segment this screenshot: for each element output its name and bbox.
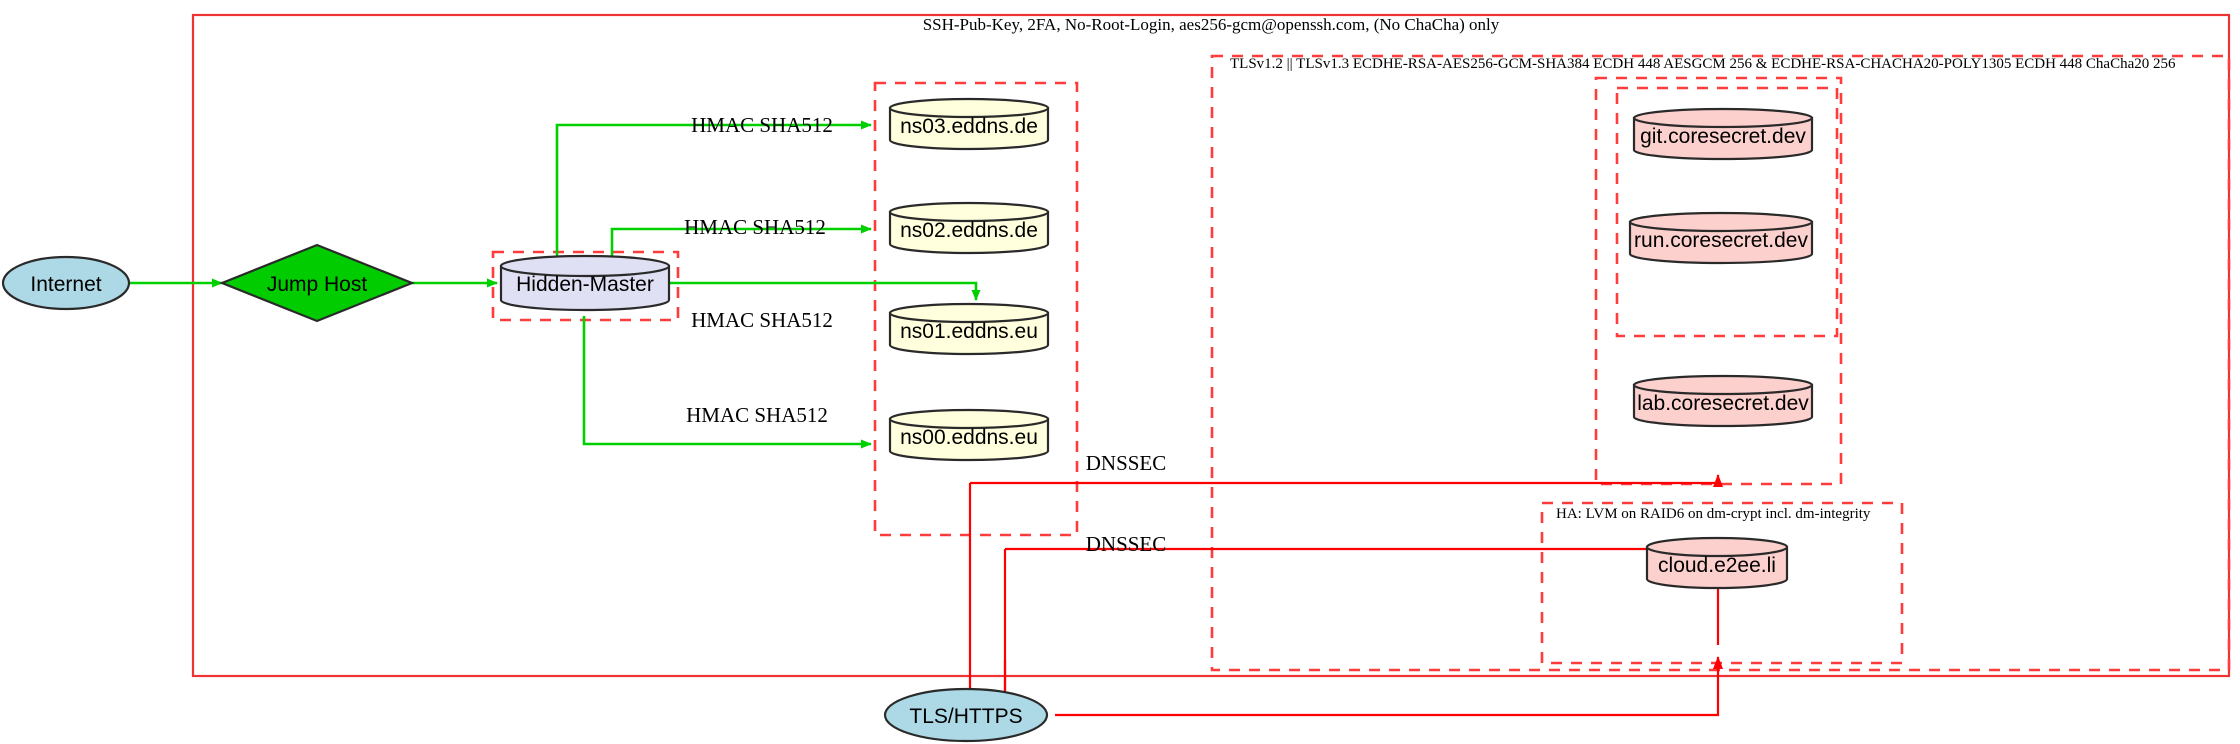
lab-label: lab.coresecret.dev [1637,392,1809,415]
run-body [1628,220,1814,265]
hidden-master-top [499,254,671,278]
dns-zone-boundary [873,81,1079,537]
edge-hiddenmaster-to-ns03 [555,120,872,258]
node-tls-https[interactable]: TLS/HTTPS [883,687,1049,743]
tls-zone-label: TLSv1.2 || TLSv1.3 ECDHE-RSA-AES256-GCM-… [1230,56,2176,72]
ns01-body [888,311,1050,356]
internet-label: Internet [30,273,101,296]
hidden-master-label: Hidden-Master [516,273,654,296]
cloud-body [1645,545,1789,590]
ns01-top [888,302,1050,324]
edge-hiddenmaster-to-ns00 [582,316,872,449]
tls-https-ellipse [883,687,1049,743]
ssh-zone-label: SSH-Pub-Key, 2FA, No-Root-Login, aes256-… [923,15,1500,34]
ns02-label: ns02.eddns.de [900,219,1038,242]
lab-body [1632,383,1814,428]
node-internet[interactable]: Internet [1,255,131,311]
edge-label-hmac-ns01: HMAC SHA512 [691,308,833,332]
ns00-body [888,417,1050,462]
ns02-top [888,201,1050,223]
node-ns00[interactable]: ns00.eddns.eu [888,408,1050,462]
hidden-master-body [499,264,671,312]
edge-dnssec-lower [1005,547,1720,645]
internet-ellipse [1,255,131,311]
git-body [1632,116,1814,161]
node-git-coresecret[interactable]: git.coresecret.dev [1632,107,1814,161]
git-label: git.coresecret.dev [1640,125,1806,148]
edge-label-hmac-ns02: HMAC SHA512 [684,215,826,239]
ns03-label: ns03.eddns.de [900,115,1038,138]
edge-dnssec-upper [970,474,1723,487]
edge-label-hmac-ns00: HMAC SHA512 [686,403,828,427]
edge-label-dnssec-lower: DNSSEC [1086,532,1167,556]
node-jump-host[interactable]: Jump Host [219,243,415,323]
coresecret-zone-boundary [1594,76,1843,486]
ns00-top [888,408,1050,430]
node-ns02[interactable]: ns02.eddns.de [888,201,1050,255]
node-cloud-e2ee[interactable]: cloud.e2ee.li [1645,536,1789,590]
git-top [1632,107,1814,129]
ha-zone-label: HA: LVM on RAID6 on dm-crypt incl. dm-in… [1556,506,1871,522]
cloud-label: cloud.e2ee.li [1658,554,1776,577]
edge-hiddenmaster-to-ns02 [610,224,872,258]
lab-top [1632,374,1814,396]
ns03-top [888,97,1050,119]
node-lab-coresecret[interactable]: lab.coresecret.dev [1632,374,1814,428]
cloud-top [1645,536,1789,558]
run-top [1628,211,1814,233]
edge-label-dnssec-upper: DNSSEC [1086,451,1167,475]
run-label: run.coresecret.dev [1634,229,1808,252]
ns02-body [888,210,1050,255]
edge-tls-to-cloud [1055,656,1723,717]
jumphost-diamond [219,243,415,323]
ns03-body [888,106,1050,151]
tls-zone-boundary [1210,54,2231,672]
jumphost-label: Jump Host [267,273,368,296]
ns00-label: ns00.eddns.eu [900,426,1038,449]
ns01-label: ns01.eddns.eu [900,320,1038,343]
edge-hiddenmaster-to-ns01 [668,281,981,301]
node-run-coresecret[interactable]: run.coresecret.dev [1628,211,1814,265]
node-hidden-master[interactable]: Hidden-Master [499,254,671,312]
node-ns03[interactable]: ns03.eddns.de [888,97,1050,151]
hidden-master-boundary [491,250,680,322]
tls-https-label: TLS/HTTPS [909,705,1022,728]
coresecret-inner-boundary [1615,86,1839,338]
node-ns01[interactable]: ns01.eddns.eu [888,302,1050,356]
edge-label-hmac-ns03: HMAC SHA512 [691,113,833,137]
